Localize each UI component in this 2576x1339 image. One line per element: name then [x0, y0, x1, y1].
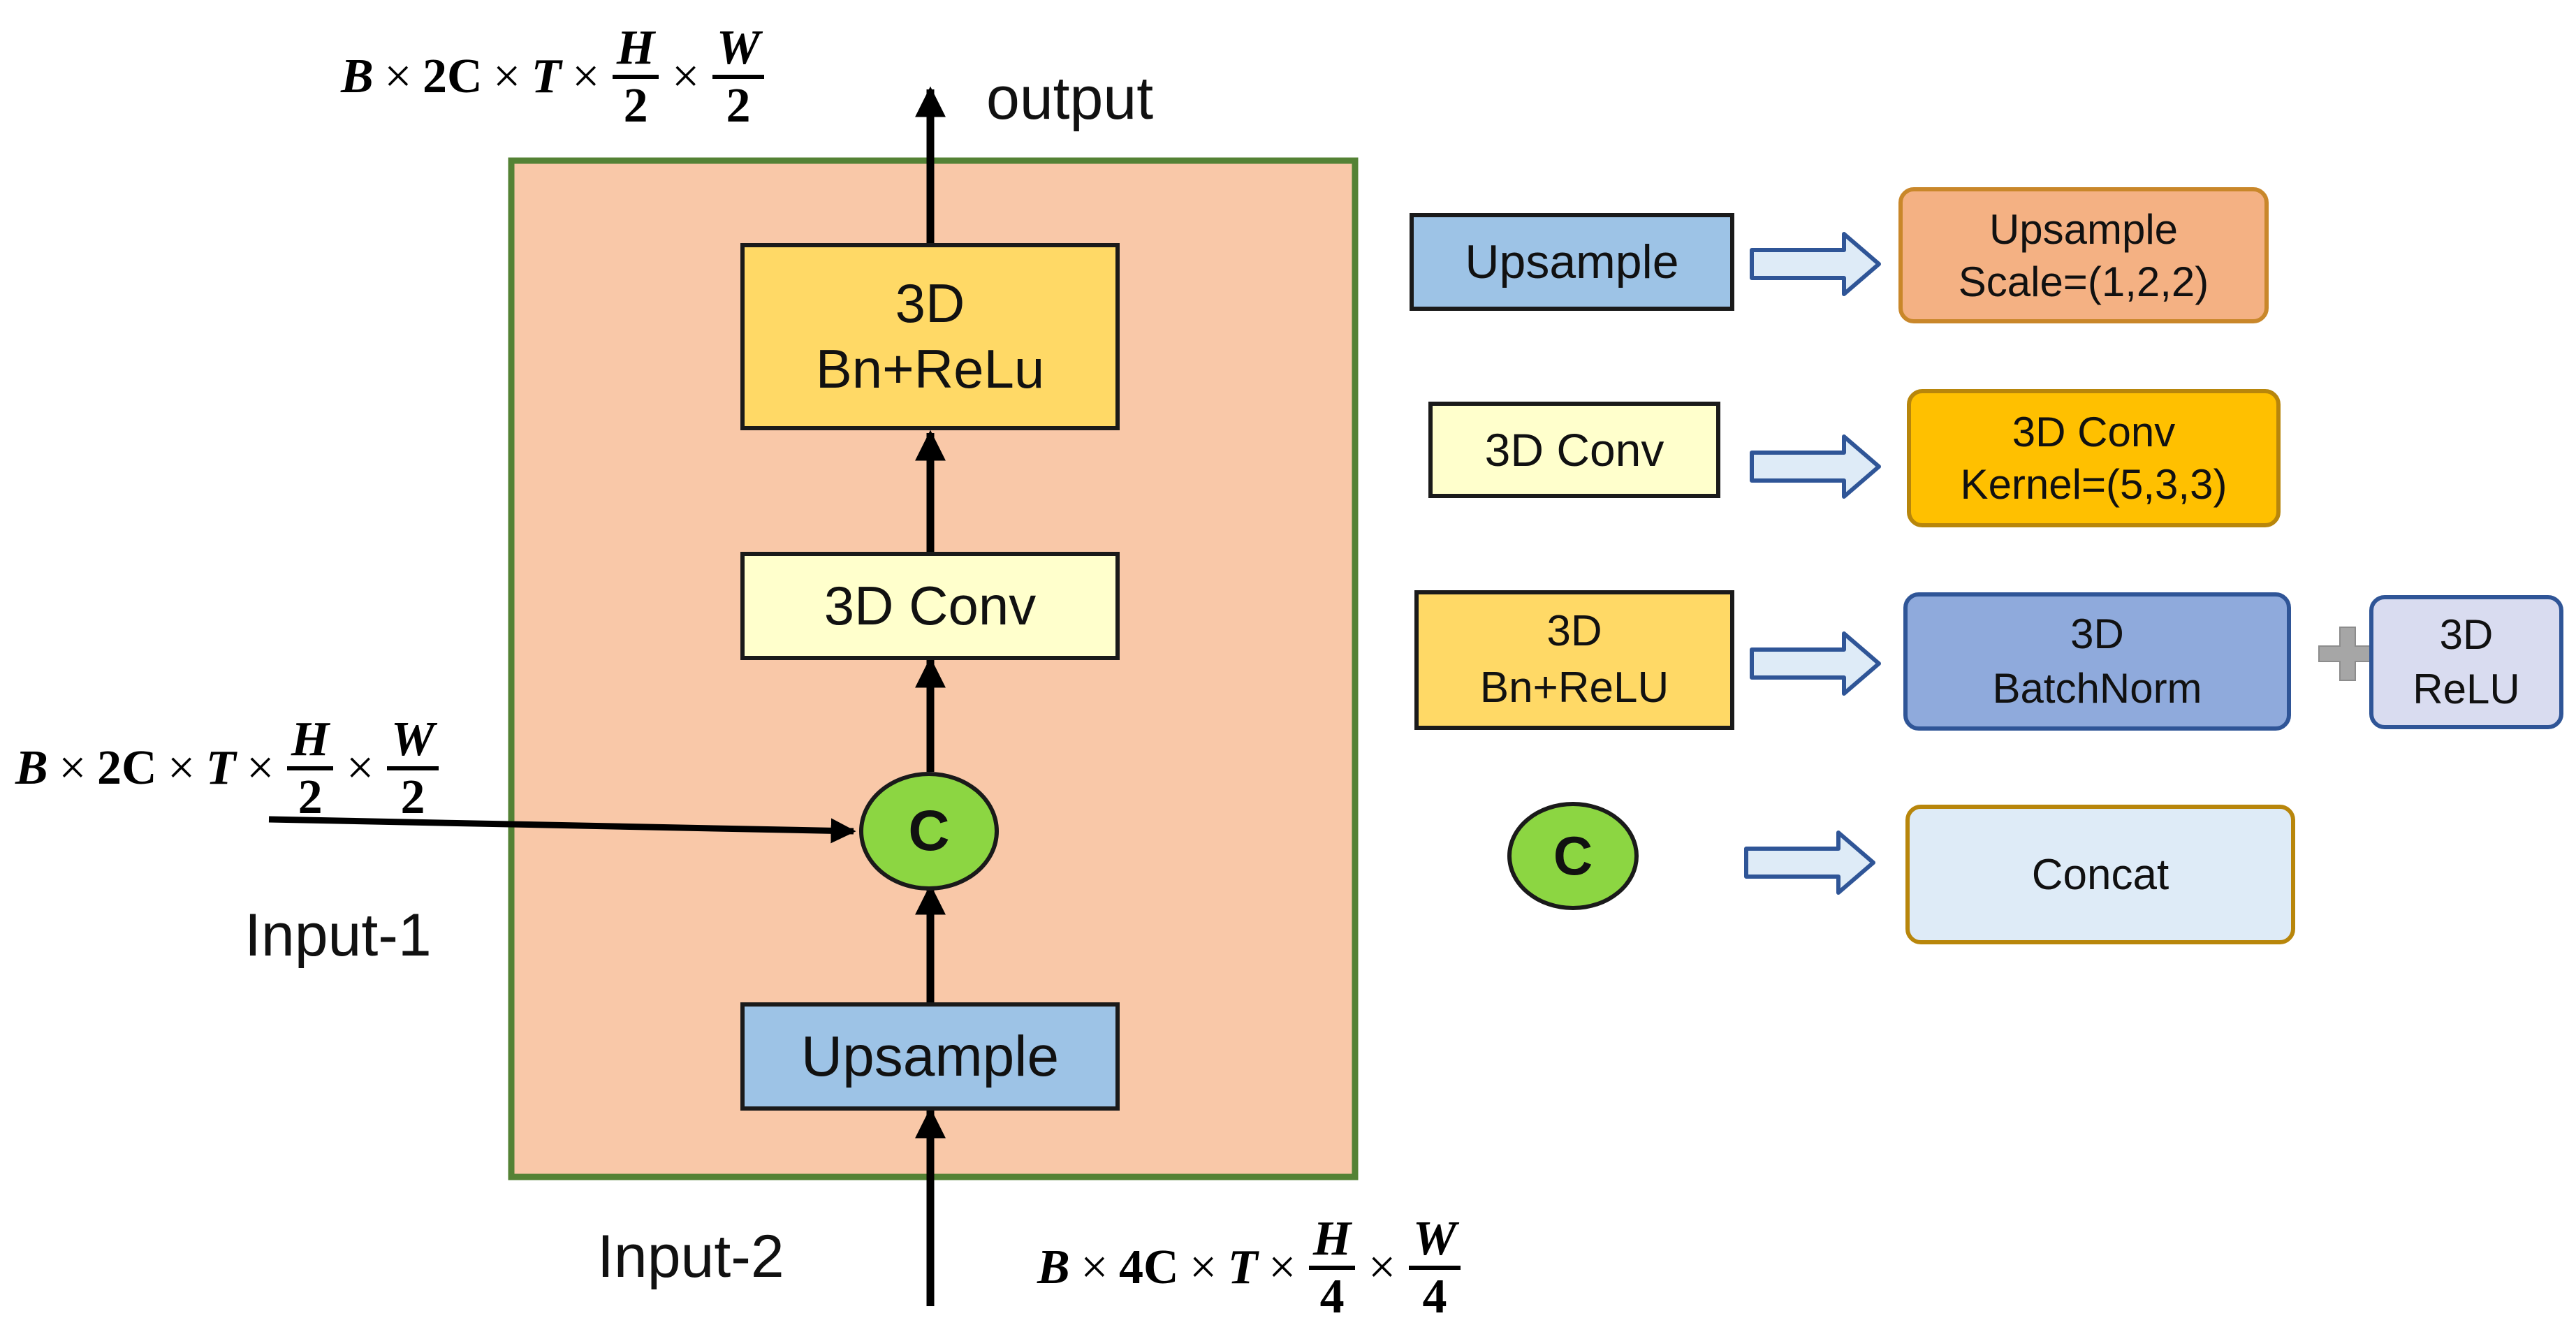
legend-bn-relu-key: 3D Bn+ReLU [1414, 590, 1734, 730]
conv-block: 3D Conv [740, 552, 1120, 660]
legend-concat-value: Concat [1905, 805, 2295, 944]
plus-icon [2318, 627, 2374, 681]
input2-label: Input-2 [597, 1223, 784, 1290]
legend-arrow-2 [1750, 434, 1881, 499]
legend-conv-key: 3D Conv [1428, 402, 1720, 498]
legend-upsample-value: Upsample Scale=(1,2,2) [1898, 187, 2269, 323]
conv-label: 3D Conv [824, 575, 1037, 636]
bn-relu-line1: 3D [895, 272, 965, 335]
legend-arrow-3 [1750, 631, 1881, 696]
concat-symbol: C [908, 799, 950, 863]
legend-relu: 3D ReLU [2369, 595, 2563, 729]
legend-concat-key: C [1507, 802, 1639, 910]
arrow-input1 [268, 816, 856, 844]
bn-relu-line2: Bn+ReLu [815, 338, 1045, 400]
upsample-label: Upsample [800, 1024, 1060, 1088]
legend-conv-value: 3D Conv Kernel=(5,3,3) [1907, 389, 2281, 527]
legend-upsample-key: Upsample [1410, 213, 1734, 311]
bn-relu-block: 3D Bn+ReLu [740, 243, 1120, 430]
upsample-block: Upsample [740, 1002, 1120, 1111]
output-label: output [986, 65, 1154, 132]
legend-arrow-4 [1744, 831, 1875, 895]
input1-label: Input-1 [244, 902, 432, 969]
concat-node: C [859, 772, 999, 891]
legend-arrow-1 [1750, 232, 1881, 296]
legend-batchnorm: 3D BatchNorm [1903, 592, 2291, 731]
